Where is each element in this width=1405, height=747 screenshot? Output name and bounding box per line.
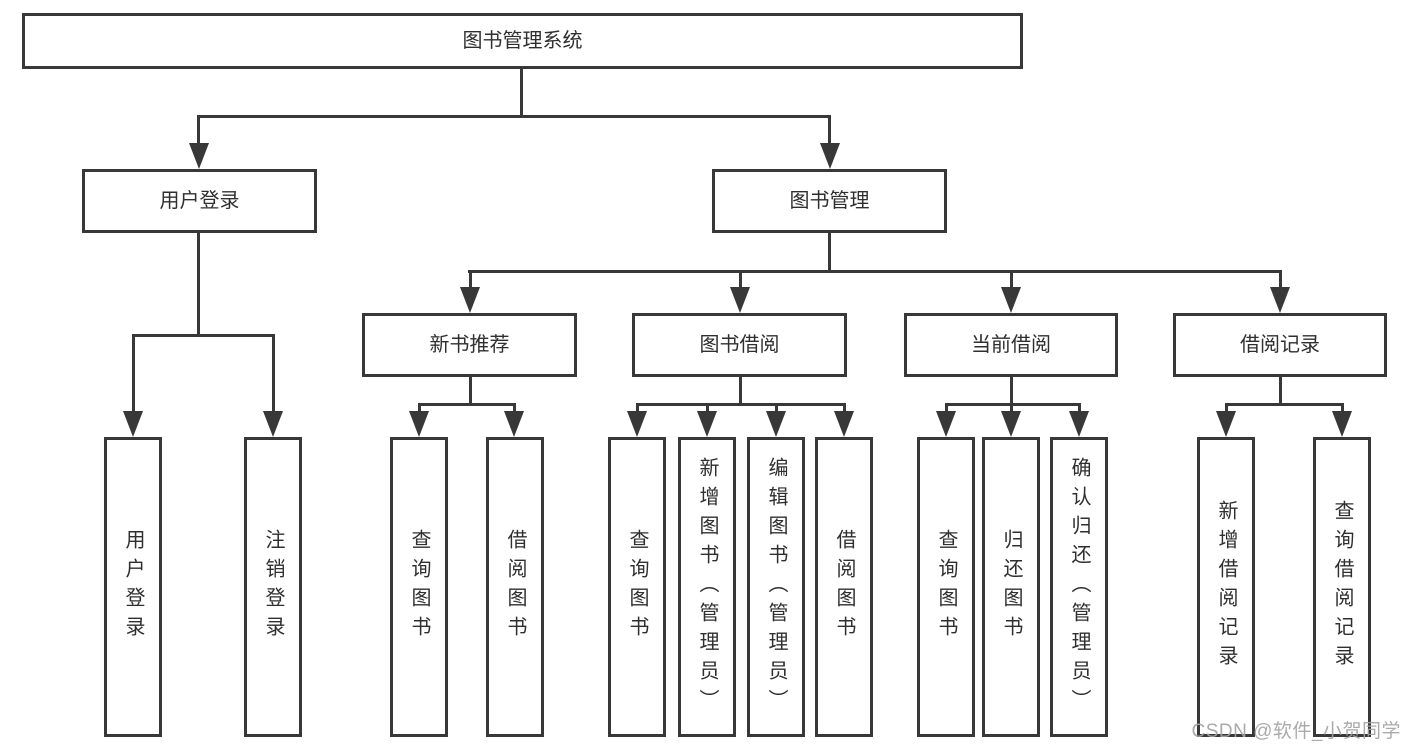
connector-line [1279, 377, 1282, 406]
leaf-label: 查询图书 [935, 529, 957, 645]
connector-line [469, 270, 472, 292]
leaf-label: 确认归还（管理员） [1068, 456, 1090, 718]
leaf-label: 编辑图书（管理员） [765, 456, 787, 718]
leaf-query-borrow-record: 查询借阅记录 [1313, 437, 1371, 737]
arrowhead-down-icon [820, 143, 840, 169]
connector-line [945, 403, 1081, 406]
node-library-system: 图书管理系统 [22, 13, 1023, 69]
leaf-label: 查询图书 [408, 529, 430, 645]
connector-line [520, 69, 523, 118]
arrowhead-down-icon [409, 411, 429, 437]
node-label: 图书管理系统 [462, 30, 583, 52]
connector-line [843, 403, 846, 415]
arrowhead-down-icon [936, 411, 956, 437]
connector-line [197, 115, 831, 118]
connector-line [1010, 403, 1013, 415]
leaf-return-book: 归还图书 [982, 437, 1040, 737]
node-label: 新书推荐 [429, 334, 510, 356]
arrowhead-down-icon [1001, 287, 1021, 313]
connector-line [513, 403, 516, 415]
node-label: 用户登录 [159, 190, 240, 212]
leaf-user-login: 用户登录 [104, 437, 162, 737]
leaf-add-borrow-record: 新增借阅记录 [1197, 437, 1255, 737]
arrowhead-down-icon [123, 411, 143, 437]
connector-line [1010, 377, 1013, 406]
connector-line [1010, 270, 1013, 292]
arrowhead-down-icon [766, 411, 786, 437]
connector-line [272, 334, 275, 416]
leaf-label: 借阅图书 [833, 529, 855, 645]
node-label: 当前借阅 [971, 334, 1051, 356]
connector-line [469, 377, 472, 406]
connector-line [418, 403, 421, 415]
connector-line [1078, 403, 1081, 415]
leaf-query-books-current: 查询图书 [917, 437, 975, 737]
connector-line [828, 115, 831, 149]
node-label: 图书借阅 [699, 334, 780, 356]
connector-line [1225, 403, 1228, 415]
node-user-login: 用户登录 [82, 169, 317, 233]
connector-line [636, 403, 846, 406]
leaf-label: 新增借阅记录 [1215, 500, 1237, 674]
connector-line [132, 334, 135, 416]
connector-line [197, 115, 200, 149]
node-current-borrowing: 当前借阅 [904, 313, 1118, 377]
leaf-query-books-recommend: 查询图书 [390, 437, 448, 737]
connector-line [468, 270, 1282, 273]
connector-line [197, 233, 200, 337]
arrowhead-down-icon [697, 411, 717, 437]
arrowhead-down-icon [1069, 411, 1089, 437]
csdn-watermark: CSDN @软件_小贺同学 [1191, 721, 1401, 742]
arrowhead-down-icon [460, 287, 480, 313]
node-label: 借阅记录 [1240, 334, 1320, 356]
connector-line [739, 270, 742, 292]
leaf-label: 用户登录 [122, 529, 144, 645]
connector-line [1279, 270, 1282, 292]
leaf-add-book-admin: 新增图书（管理员） [678, 437, 736, 737]
connector-line [706, 403, 709, 415]
leaf-label: 查询图书 [626, 529, 648, 645]
arrowhead-down-icon [627, 411, 647, 437]
arrowhead-down-icon [834, 411, 854, 437]
leaf-logout: 注销登录 [244, 437, 302, 737]
arrowhead-down-icon [189, 143, 209, 169]
leaf-label: 注销登录 [262, 529, 284, 645]
node-borrowing-records: 借阅记录 [1173, 313, 1387, 377]
arrowhead-down-icon [1216, 411, 1236, 437]
arrowhead-down-icon [730, 287, 750, 313]
arrowhead-down-icon [504, 411, 524, 437]
leaf-label: 新增图书（管理员） [696, 456, 718, 718]
connector-line [775, 403, 778, 415]
connector-line [1341, 403, 1344, 415]
arrowhead-down-icon [1270, 287, 1290, 313]
arrowhead-down-icon [1001, 411, 1021, 437]
connector-line [418, 403, 516, 406]
leaf-label: 借阅图书 [504, 529, 526, 645]
leaf-query-books-borrow: 查询图书 [608, 437, 666, 737]
node-label: 图书管理 [789, 190, 870, 212]
connector-line [132, 334, 275, 337]
node-new-book-recommendation: 新书推荐 [362, 313, 577, 377]
connector-line [1225, 403, 1344, 406]
leaf-label: 归还图书 [1000, 529, 1022, 645]
connector-line [828, 233, 831, 273]
arrowhead-down-icon [263, 411, 283, 437]
node-book-borrowing: 图书借阅 [632, 313, 847, 377]
connector-line [636, 403, 639, 415]
leaf-label: 查询借阅记录 [1331, 500, 1353, 674]
leaf-edit-book-admin: 编辑图书（管理员） [747, 437, 805, 737]
leaf-borrow-books: 借阅图书 [815, 437, 873, 737]
leaf-confirm-return-admin: 确认归还（管理员） [1050, 437, 1108, 737]
connector-line [945, 403, 948, 415]
connector-line [739, 377, 742, 406]
leaf-borrow-books-recommend: 借阅图书 [486, 437, 544, 737]
node-book-management: 图书管理 [712, 169, 947, 233]
arrowhead-down-icon [1332, 411, 1352, 437]
